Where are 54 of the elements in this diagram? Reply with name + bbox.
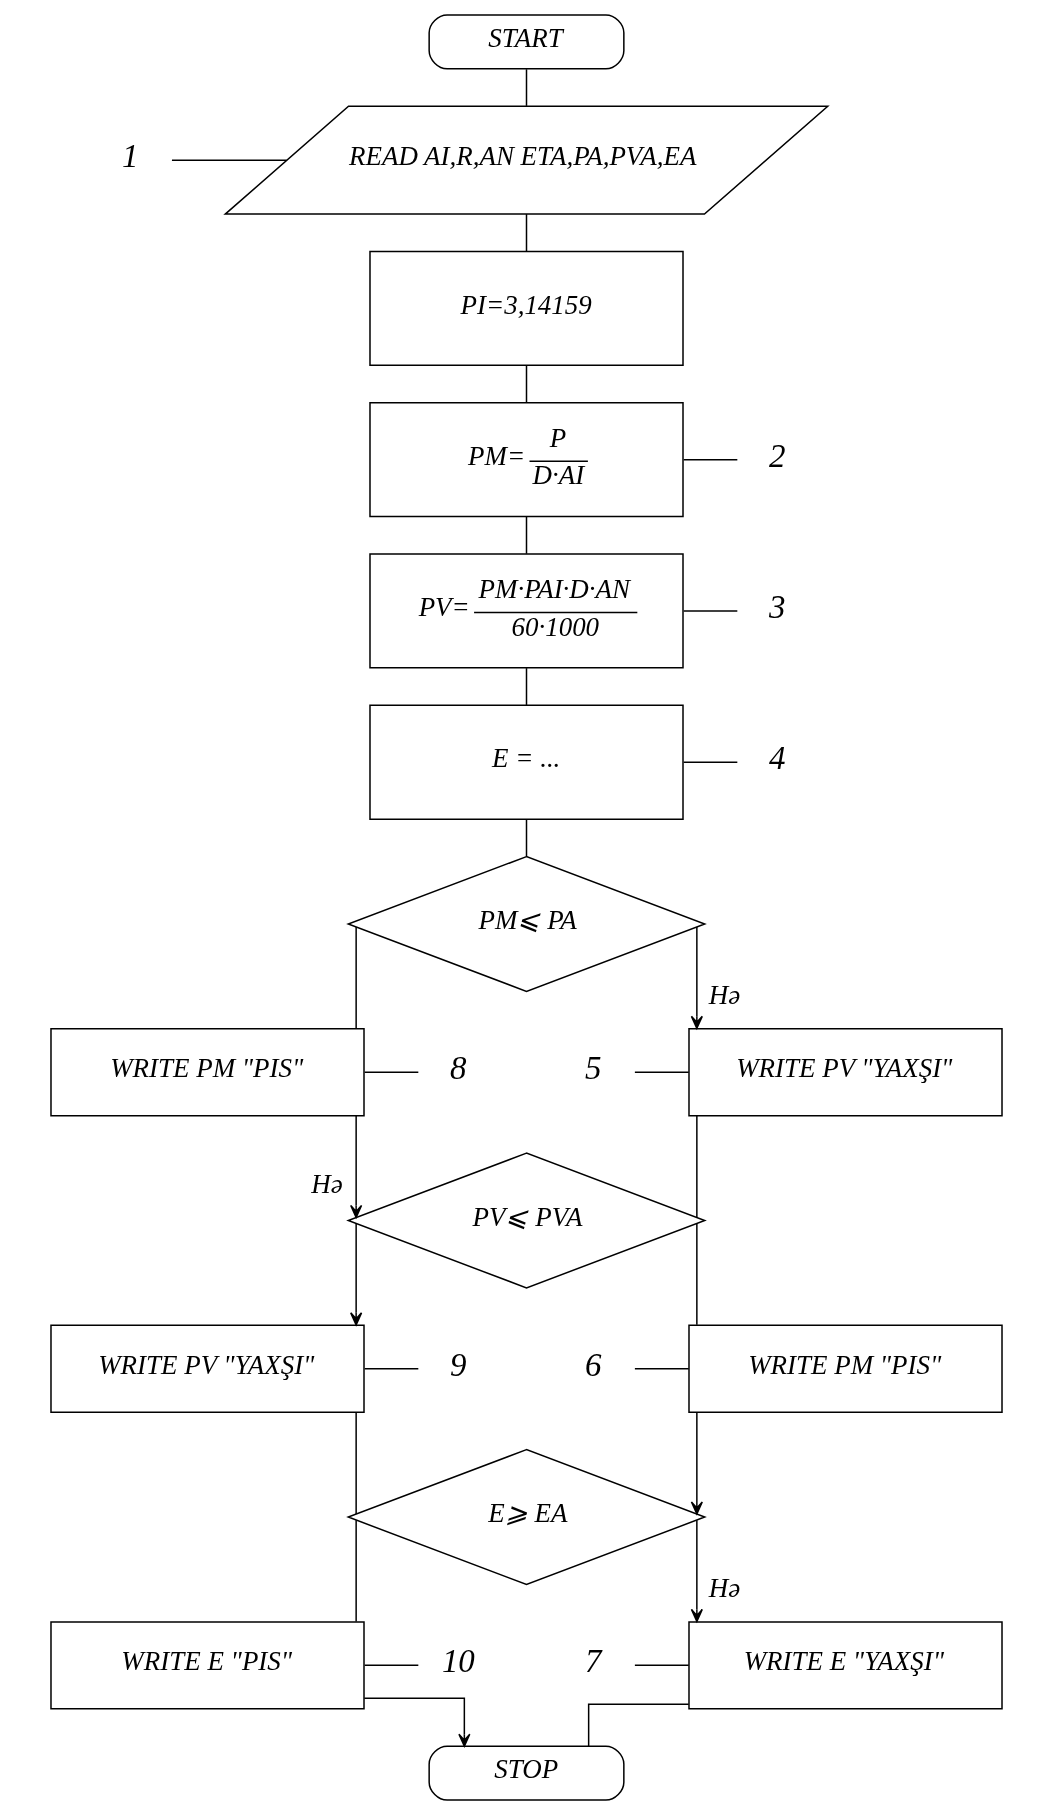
connector <box>682 761 739 763</box>
node-box: WRITE E "PIS" <box>50 1621 365 1710</box>
edge-label: Hə <box>311 1168 343 1199</box>
connector <box>587 1703 690 1747</box>
connector <box>634 1071 690 1073</box>
node-text: 6 <box>584 1346 602 1383</box>
connector <box>696 1222 698 1326</box>
edge-label: Hə <box>708 979 741 1010</box>
connector <box>634 1664 690 1667</box>
node-diamond: PM⩽ PA <box>346 855 707 993</box>
arrow <box>363 1697 471 1747</box>
node-text: 9 <box>450 1346 467 1383</box>
node-box: WRITE PM "PIS" <box>50 1028 365 1117</box>
node-text: 8 <box>450 1050 467 1087</box>
node-text: 3 <box>769 588 786 625</box>
connector <box>363 1664 420 1667</box>
node-box: WRITE PM "PIS" <box>688 1324 1003 1413</box>
arrow <box>690 926 703 1030</box>
node-text: 10 <box>441 1643 475 1680</box>
arrow <box>690 1411 703 1515</box>
node-box: WRITE PV "YAXŞI" <box>50 1324 365 1413</box>
node-diamond: PV⩽ PVA <box>346 1152 707 1289</box>
node-box: PI=3,14159 <box>369 250 684 367</box>
connector <box>696 1115 698 1219</box>
node-box: WRITE PV "YAXŞI" <box>688 1028 1003 1117</box>
connector <box>525 213 528 253</box>
connector <box>355 1519 357 1623</box>
node-box: STOP <box>428 1745 625 1801</box>
node-text: 5 <box>584 1050 602 1087</box>
node-box: E = ... <box>369 704 684 820</box>
arrow <box>350 1222 363 1326</box>
node-box: START <box>428 14 625 70</box>
connector <box>363 1368 420 1370</box>
connector <box>363 1071 420 1073</box>
connector <box>634 1368 690 1370</box>
connector <box>355 926 357 1030</box>
node-text: 2 <box>769 437 786 474</box>
node-text: 7 <box>584 1643 602 1680</box>
connector <box>171 159 288 161</box>
connector <box>525 818 528 858</box>
connector <box>682 458 739 461</box>
node-text: 4 <box>769 740 786 777</box>
connector <box>682 610 739 612</box>
node-box: WRITE E "YAXŞI" <box>688 1621 1003 1710</box>
connector <box>525 364 528 404</box>
connector <box>355 1411 357 1515</box>
edge-label: Hə <box>708 1572 741 1603</box>
arrow <box>350 1115 363 1219</box>
node-diamond: E⩾ EA <box>346 1448 707 1586</box>
connector <box>525 68 528 107</box>
connector <box>525 516 528 555</box>
connector <box>525 667 528 706</box>
node-text: 1 <box>122 138 139 175</box>
arrow <box>690 1519 703 1623</box>
